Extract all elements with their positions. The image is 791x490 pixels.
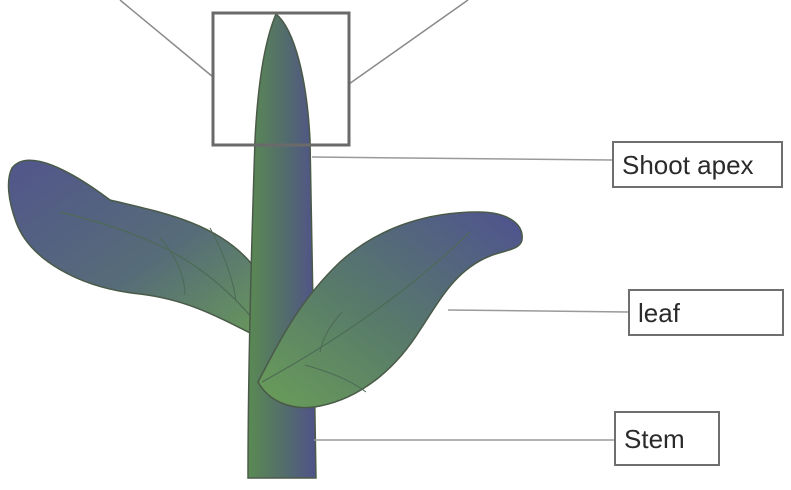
zoom-line-right <box>349 0 468 84</box>
zoom-line-left <box>120 0 213 77</box>
label-shoot-apex-text: Shoot apex <box>622 152 754 178</box>
label-stem: Stem <box>614 411 720 466</box>
label-leaf-text: leaf <box>638 300 680 326</box>
label-shoot-apex: Shoot apex <box>612 141 783 188</box>
leader-line-leaf <box>448 310 628 312</box>
left-leaf <box>9 160 273 342</box>
label-leaf: leaf <box>628 289 784 336</box>
label-stem-text: Stem <box>624 426 685 452</box>
leader-line-shoot-apex <box>312 157 612 160</box>
stem-shape <box>248 14 316 478</box>
